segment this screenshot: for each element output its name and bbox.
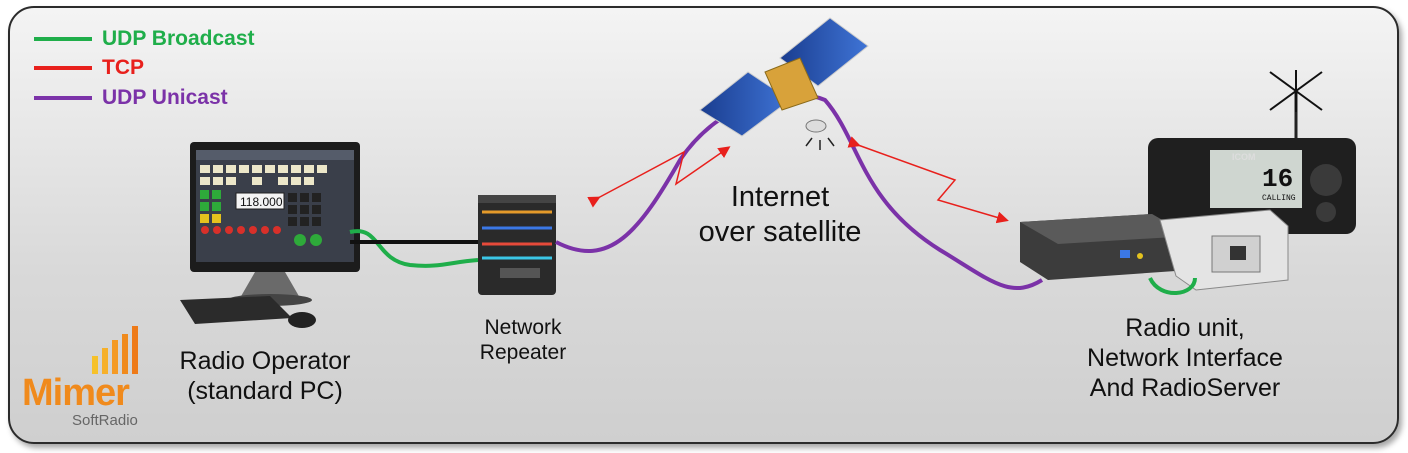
label-internet-satellite: Internet over satellite bbox=[698, 181, 862, 248]
legend-swatch-red bbox=[34, 66, 92, 70]
legend-tcp: TCP bbox=[34, 56, 144, 80]
satellite-icon bbox=[699, 17, 869, 150]
logo-mimer: Mimer bbox=[22, 372, 130, 414]
radio-unit bbox=[1148, 70, 1356, 234]
label-radio-operator: Radio Operator (standard PC) bbox=[179, 347, 351, 405]
mimer-logo-bars bbox=[92, 326, 138, 374]
screen-frequency: 118.000 bbox=[240, 195, 283, 209]
link-udp-unicast bbox=[555, 92, 1044, 290]
legend-udp-broadcast: UDP Broadcast bbox=[34, 27, 255, 51]
link-tcp-left bbox=[587, 146, 731, 208]
link-udp-broadcast-pc bbox=[349, 229, 479, 268]
legend-swatch-green bbox=[34, 37, 92, 41]
logo-softradio: SoftRadio bbox=[72, 412, 138, 429]
label-network-repeater: Network Repeater bbox=[479, 316, 567, 365]
mouse bbox=[288, 312, 316, 328]
link-tcp-right bbox=[847, 136, 1009, 224]
pc-monitor bbox=[190, 142, 360, 306]
label-radio-unit: Radio unit, Network Interface And RadioS… bbox=[1087, 314, 1283, 402]
radio-channel: 16 bbox=[1262, 164, 1293, 194]
network-interface-box bbox=[1020, 214, 1190, 280]
legend-swatch-purple bbox=[34, 96, 92, 100]
link-udp-broadcast-radio bbox=[1148, 276, 1197, 295]
repeater-server bbox=[478, 195, 556, 295]
legend-udp-unicast: UDP Unicast bbox=[34, 86, 228, 110]
radio-brand: ICOM bbox=[1232, 152, 1256, 162]
radio-status: CALLING bbox=[1262, 194, 1296, 203]
keyboard bbox=[180, 296, 292, 324]
radio-server-box bbox=[1159, 209, 1289, 291]
